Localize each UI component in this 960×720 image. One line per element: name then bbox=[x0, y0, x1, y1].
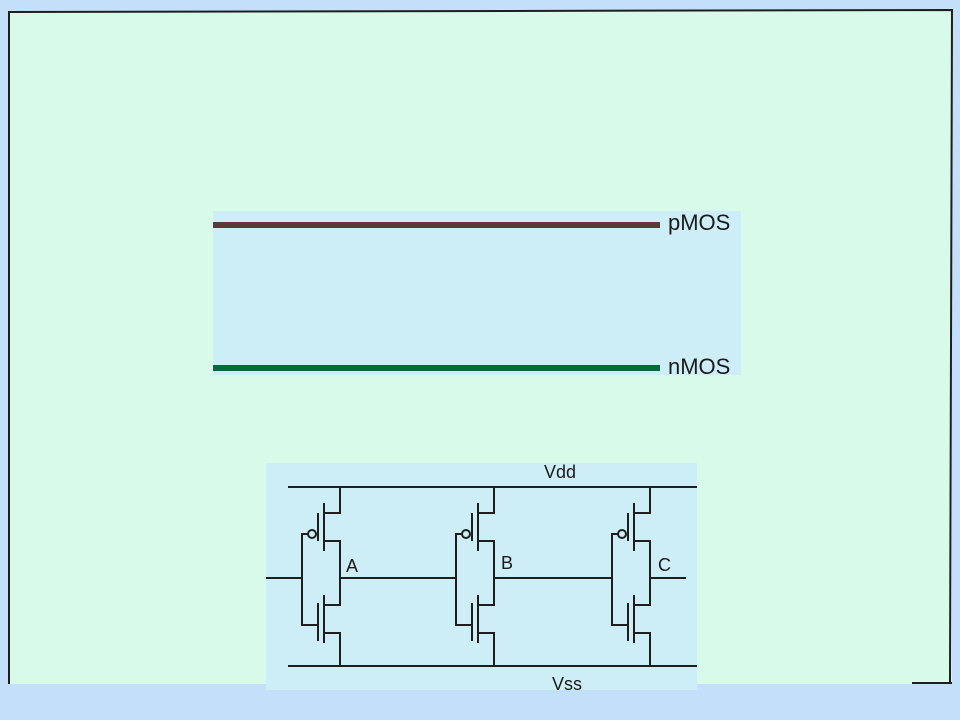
nmos-transistor-1 bbox=[323, 578, 341, 666]
gate-wire-2 bbox=[455, 533, 473, 641]
gate-wire-3 bbox=[611, 533, 629, 641]
inverter-stage-1 bbox=[301, 487, 341, 666]
pmos-label: pMOS bbox=[668, 210, 730, 235]
nmos-transistor-3 bbox=[633, 578, 651, 666]
node-a-label: A bbox=[346, 556, 358, 576]
schematic-panel bbox=[266, 463, 697, 690]
vdd-label: Vdd bbox=[544, 462, 576, 482]
nmos-transistor-2 bbox=[477, 578, 495, 666]
inverter-chain-schematic: Vdd Vss A B C bbox=[266, 462, 697, 694]
gate-wire-1 bbox=[301, 533, 319, 641]
vss-label: Vss bbox=[552, 674, 582, 694]
rail-diagram: pMOS nMOS bbox=[213, 210, 741, 379]
inverter-stage-3 bbox=[611, 487, 651, 666]
inverter-stage-2 bbox=[455, 487, 495, 666]
nmos-label: nMOS bbox=[668, 354, 730, 379]
pmos-transistor-3 bbox=[627, 487, 651, 578]
node-c-label: C bbox=[658, 555, 671, 575]
rail-panel bbox=[213, 211, 741, 375]
slide-border bbox=[8, 8, 954, 684]
pmos-transistor-1 bbox=[317, 487, 341, 578]
node-b-label: B bbox=[501, 553, 513, 573]
pmos-transistor-2 bbox=[471, 487, 495, 578]
